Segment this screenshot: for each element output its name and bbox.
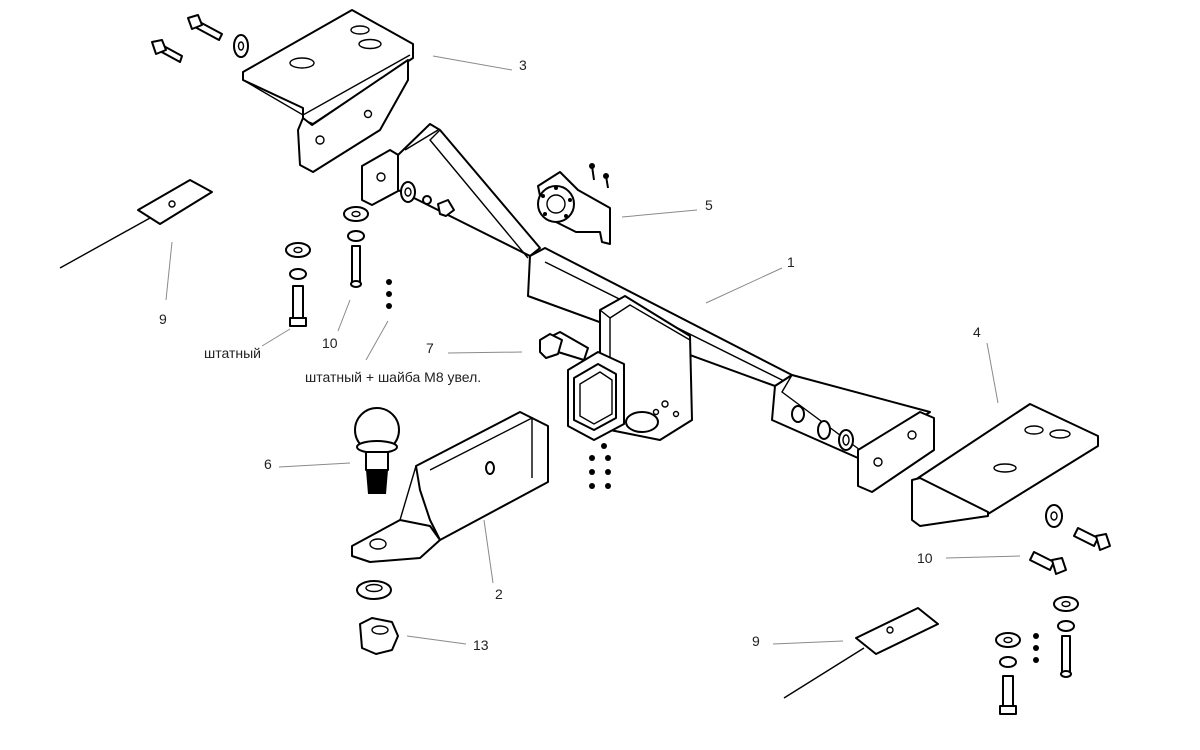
- leader-lines: [165, 55, 1021, 645]
- bracket-3: [242, 9, 414, 173]
- callout-9-left: 9: [159, 311, 167, 327]
- note-stock-bolt-washer: штатный + шайба М8 увел.: [305, 369, 481, 385]
- bolt-set-right: [995, 596, 1079, 715]
- callout-6: 6: [264, 456, 272, 472]
- callout-10-left: 10: [322, 335, 338, 351]
- tow-ball-6: [354, 407, 400, 494]
- callout-labels: 1 2 3 4 5 6 7 9 9 10 10 13: [159, 57, 981, 653]
- center-small-parts: [589, 443, 611, 489]
- callout-10-right: 10: [917, 550, 933, 566]
- callout-9-right: 9: [752, 633, 760, 649]
- bolts-bracket-4: [1029, 504, 1111, 575]
- note-stock-bolt: штатный: [204, 345, 261, 361]
- callout-2: 2: [495, 586, 503, 602]
- bolt-7: [539, 331, 589, 361]
- bracket-4: [911, 403, 1099, 527]
- ball-mount-2: [351, 411, 549, 563]
- bolt-set-left: [285, 206, 392, 327]
- plate-9-right: [783, 607, 939, 699]
- socket-plate-5: [537, 163, 611, 245]
- callout-3: 3: [519, 57, 527, 73]
- plate-9-left: [59, 179, 213, 269]
- callout-7: 7: [426, 340, 434, 356]
- crossbar-1: [361, 123, 935, 493]
- callout-1: 1: [787, 254, 795, 270]
- callout-5: 5: [705, 197, 713, 213]
- callout-13: 13: [473, 637, 489, 653]
- bolts-bracket-3: [151, 14, 249, 63]
- callout-4: 4: [973, 324, 981, 340]
- notes: штатный штатный + шайба М8 увел.: [204, 345, 481, 385]
- washer-nut-13: [356, 580, 399, 655]
